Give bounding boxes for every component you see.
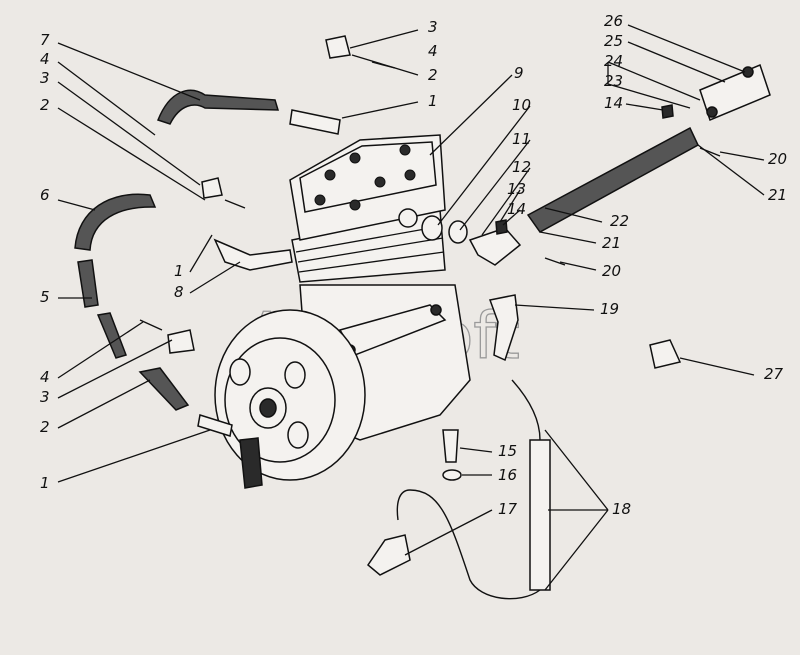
callout-12: 12 [512, 158, 531, 176]
callout-4: 4 [40, 368, 50, 386]
callout-15: 15 [498, 442, 517, 460]
callout-3: 3 [40, 69, 50, 87]
callout-26: 26 [604, 12, 623, 30]
callout-22: 22 [610, 212, 629, 230]
callout-2: 2 [428, 66, 438, 84]
callout-16: 16 [498, 466, 517, 484]
callout-10: 10 [512, 96, 531, 114]
callout-1: 1 [174, 262, 184, 280]
compressor [214, 134, 471, 489]
callout-8: 8 [174, 283, 184, 301]
callout-3: 3 [428, 18, 438, 36]
callout-4: 4 [428, 42, 438, 60]
callout-21: 21 [768, 186, 787, 204]
callout-1: 1 [428, 92, 438, 110]
callout-20: 20 [602, 262, 621, 280]
callout-11: 11 [512, 130, 531, 148]
leader-lines [57, 24, 765, 591]
callout-24: 24 [604, 52, 623, 70]
callout-23: 23 [604, 72, 623, 90]
callout-21: 21 [602, 234, 621, 252]
callout-5: 5 [40, 288, 50, 306]
callout-3: 3 [40, 388, 50, 406]
callout-17: 17 [498, 500, 518, 518]
callout-9: 9 [514, 64, 524, 82]
callout-18: 18 [612, 500, 631, 518]
callout-14: 14 [507, 200, 526, 218]
callout-1: 1 [40, 474, 50, 492]
callout-14: 14 [604, 94, 623, 112]
callout-27: 27 [764, 365, 784, 383]
callout-labels: 3421743265432118910111213142221201927262… [40, 12, 787, 518]
callout-6: 6 [40, 186, 50, 204]
callout-13: 13 [507, 180, 526, 198]
callout-7: 7 [40, 31, 50, 49]
callout-25: 25 [604, 32, 623, 50]
callout-20: 20 [768, 150, 787, 168]
callout-2: 2 [40, 418, 50, 436]
callout-2: 2 [40, 96, 50, 114]
callout-4: 4 [40, 50, 50, 68]
callout-19: 19 [600, 300, 619, 318]
hoses [74, 35, 771, 600]
